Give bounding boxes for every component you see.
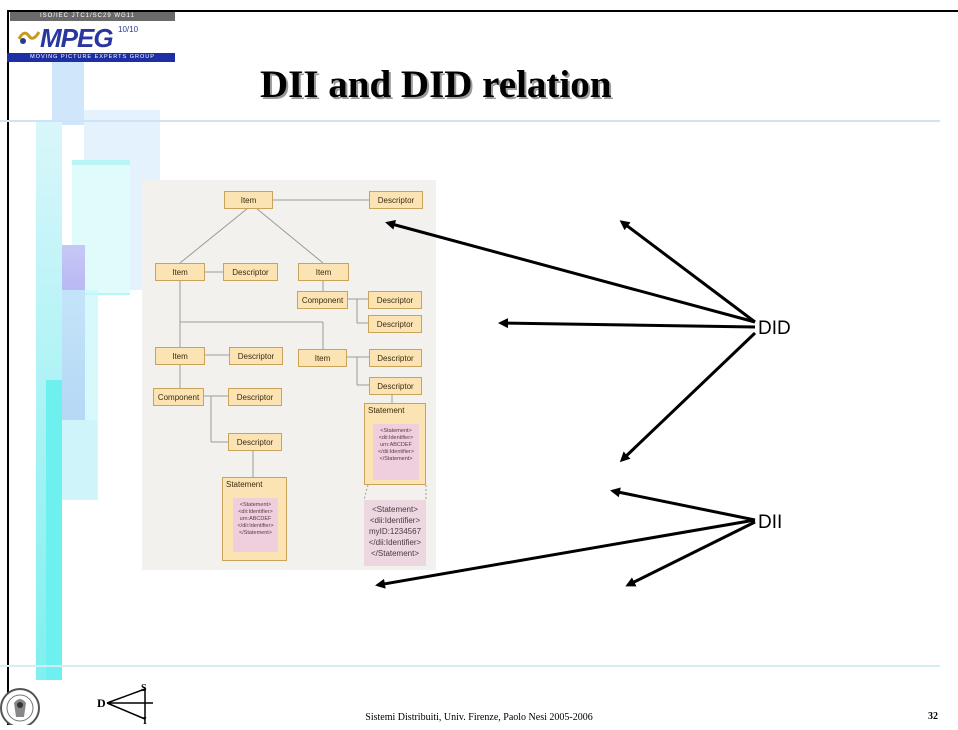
statement-header: Statement (368, 406, 405, 415)
decor-bar-cyan-strip (62, 290, 98, 500)
page-number: 32 (928, 711, 938, 722)
diagram-node-descriptor: Descriptor (368, 315, 422, 333)
diagram-node-descriptor: Descriptor (369, 377, 422, 395)
arrow-did-3 (498, 318, 756, 329)
logo-bottom-band (7, 53, 175, 62)
arrow-did-4 (619, 331, 757, 463)
frame-top-line (7, 10, 958, 12)
diagram-node-descriptor: Descriptor (369, 349, 422, 367)
arrow-did-1 (385, 219, 756, 324)
statement-line: <Statement> (380, 428, 412, 434)
logo-superscript: 10/10 (118, 25, 139, 34)
diagram-node-descriptor: Descriptor (228, 388, 282, 406)
diagram-node-component: Component (297, 291, 348, 309)
statement-line: <dii:Identifier> (378, 435, 414, 441)
statement-box-right: Statement <Statement> <dii:Identifier> u… (364, 403, 426, 485)
frame-left-line (7, 10, 9, 725)
decor-bar-lightblue (52, 55, 84, 125)
statement-enlarged-line: myID:1234567 (368, 527, 422, 536)
dii-label: DII (758, 512, 783, 533)
svg-text:I: I (143, 716, 147, 725)
logo-bottom-text: MOVING PICTURE EXPERTS GROUP (30, 54, 155, 60)
diagram-node-descriptor: Descriptor (369, 191, 423, 209)
logo-top-band (10, 12, 175, 21)
statement-line: </dii:Identifier> (237, 523, 274, 529)
statement-line: urn:ABCDEF (239, 516, 272, 522)
arrow-did-2 (619, 220, 756, 324)
diagram-node-descriptor: Descriptor (223, 263, 278, 281)
arrow-dii-3 (625, 520, 756, 587)
diagram-node-item: Item (298, 349, 347, 367)
arrow-dii-1 (610, 487, 756, 522)
footer-divider (0, 665, 940, 667)
arrow-dii-2 (375, 518, 756, 589)
mpeg-logo: ISO/IEC JTC1/SC29 WG11 MPEG 10/10 MOVING… (7, 12, 175, 64)
diagram-node-item: Item (155, 263, 205, 281)
statement-enlarged-line: <Statement> (372, 505, 418, 514)
title-divider (0, 120, 940, 122)
diagram-node-descriptor: Descriptor (368, 291, 422, 309)
statement-line: </dii:Identifier> (377, 449, 415, 455)
statement-line: </Statement> (238, 530, 273, 536)
statement-enlarged: <Statement> <dii:Identifier> myID:123456… (364, 500, 426, 566)
logo-name: MPEG (40, 23, 114, 53)
statement-inner: <Statement> <dii:Identifier> urn:ABCDEF … (373, 424, 419, 480)
statement-enlarged-line: </Statement> (370, 549, 420, 558)
statement-enlarged-line: <dii:Identifier> (369, 516, 421, 525)
statement-line: </Statement> (379, 456, 413, 462)
diagram-node-component: Component (153, 388, 204, 406)
diagram-node-descriptor: Descriptor (229, 347, 283, 365)
did-label: DID (758, 318, 791, 339)
logo-top-text: ISO/IEC JTC1/SC29 WG11 (40, 13, 135, 19)
statement-line: <dii:Identifier> (238, 509, 273, 515)
diagram-node-item: Item (155, 347, 205, 365)
svg-text:S: S (141, 683, 147, 694)
diagram-node-item: Item (224, 191, 273, 209)
statement-inner: <Statement> <dii:Identifier> urn:ABCDEF … (233, 498, 278, 552)
diagram-node-item: Item (298, 263, 349, 281)
decor-bar-cyan-inner (46, 380, 62, 680)
diagram-node-descriptor: Descriptor (228, 433, 282, 451)
footer-text: Sistemi Distribuiti, Univ. Firenze, Paol… (365, 712, 593, 723)
statement-line: <Statement> (239, 502, 272, 508)
statement-enlarged-line: </dii:Identifier> (368, 538, 422, 547)
statement-box-left: Statement <Statement> <dii:Identifier> u… (222, 477, 287, 561)
svg-text:D: D (97, 696, 106, 710)
statement-header: Statement (226, 480, 263, 489)
logo-emblem-icon (17, 27, 41, 47)
statement-line: urn:ABCDEF (380, 442, 412, 448)
slide-title: DII and DID relation (260, 63, 612, 106)
dsi-logo-icon: D S I (95, 683, 165, 727)
